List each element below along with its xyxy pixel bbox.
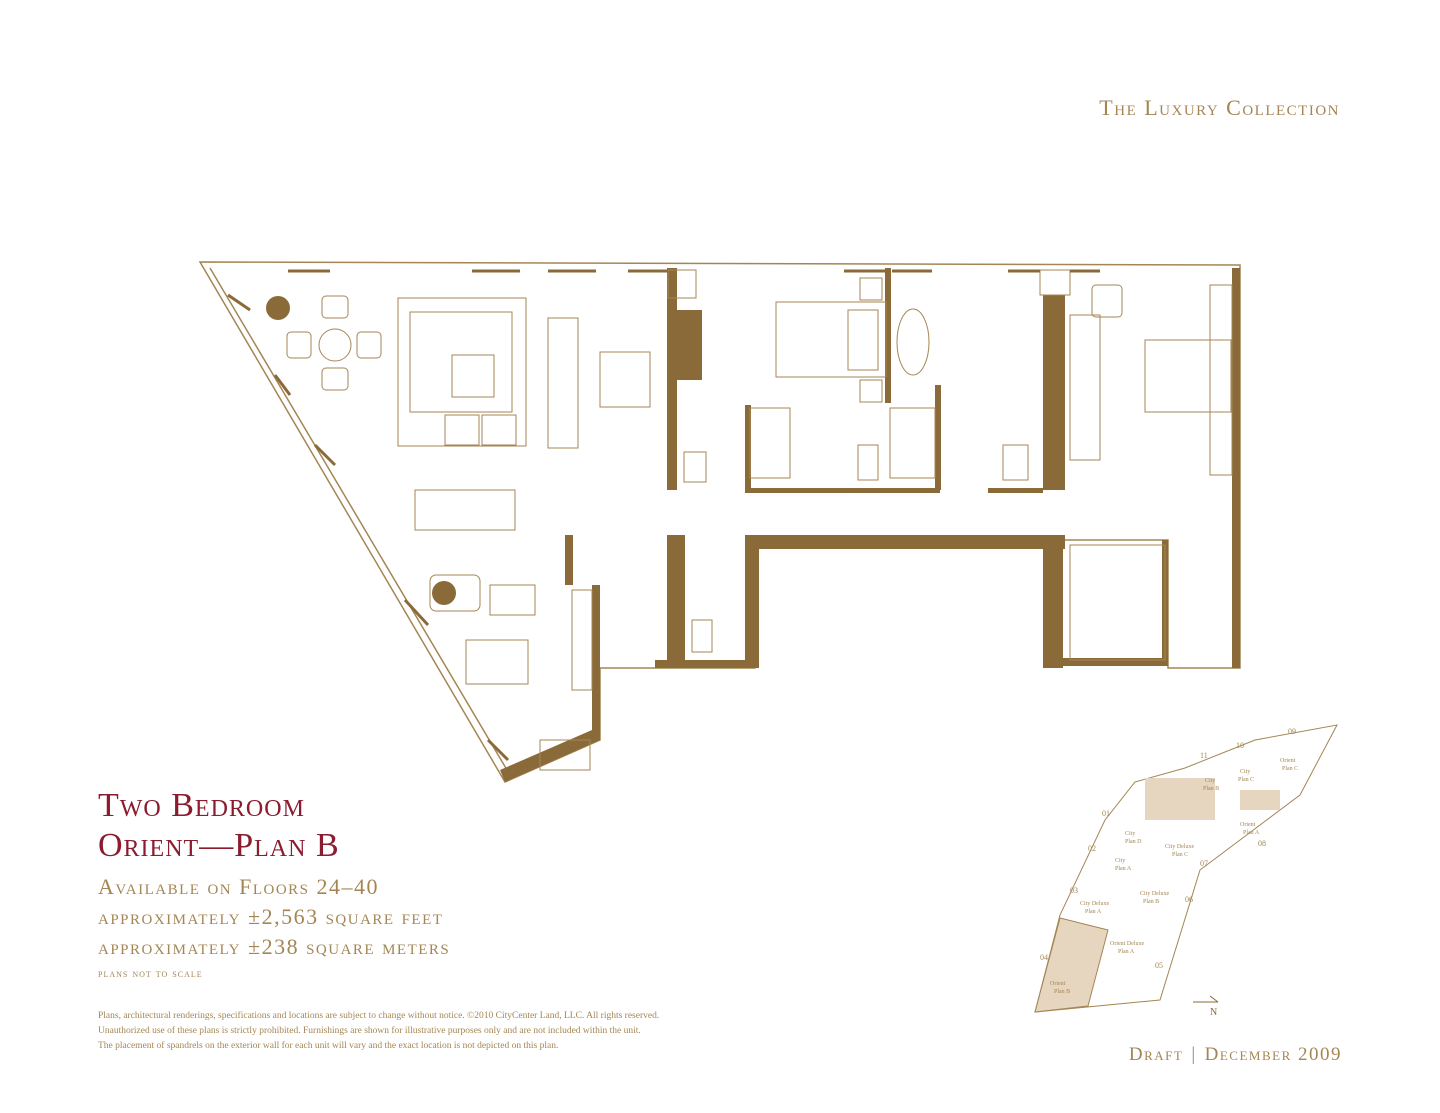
- walls: [500, 268, 1240, 782]
- separator: |: [1191, 1044, 1197, 1065]
- legal-line: The placement of spandrels on the exteri…: [98, 1041, 559, 1051]
- svg-text:Orient: Orient: [1050, 981, 1066, 987]
- key-unit-number: 06: [1185, 895, 1193, 904]
- svg-text:City: City: [1205, 778, 1215, 784]
- legal-line: Plans, architectural renderings, specifi…: [98, 1011, 660, 1021]
- exterior-outline: [198, 261, 1241, 783]
- svg-text:Plan A: Plan A: [1118, 949, 1135, 955]
- key-unit-number: 05: [1155, 961, 1163, 970]
- svg-text:Plan C: Plan C: [1238, 777, 1254, 783]
- legal-disclaimer: Plans, architectural renderings, specifi…: [98, 1009, 858, 1054]
- windows: [227, 269, 1100, 762]
- svg-text:Plan B: Plan B: [1203, 786, 1219, 792]
- svg-text:City Deluxe: City Deluxe: [1140, 891, 1169, 897]
- key-unit-number: 11: [1200, 751, 1208, 760]
- unit-specs: Available on Floors 24–40 approximately …: [98, 872, 450, 984]
- scale-note: plans not to scale: [98, 966, 203, 980]
- key-plan: [1034, 724, 1338, 1013]
- unit-title: Two Bedroom Orient—Plan B: [98, 786, 340, 866]
- svg-text:Plan D: Plan D: [1125, 839, 1142, 845]
- key-unit-number: 03: [1070, 886, 1078, 895]
- svg-text:Orient Deluxe: Orient Deluxe: [1110, 941, 1144, 947]
- document-status: Draft | December 2009: [1129, 1044, 1342, 1066]
- svg-text:Plan C: Plan C: [1282, 766, 1298, 772]
- key-unit-number: 04: [1040, 953, 1048, 962]
- availability: Available on Floors 24–40: [98, 874, 380, 899]
- key-plan-highlight-unit: [1034, 917, 1109, 1013]
- key-unit-number: 10: [1236, 741, 1244, 750]
- key-unit-number: 08: [1258, 839, 1266, 848]
- svg-text:Plan C: Plan C: [1172, 852, 1188, 858]
- svg-text:Plan B: Plan B: [1143, 899, 1159, 905]
- area-square-feet: approximately ±2,563 square feet: [98, 904, 444, 929]
- furniture: [266, 269, 1233, 771]
- north-arrow: N: [1193, 995, 1219, 1018]
- key-unit-number: 02: [1088, 844, 1096, 853]
- area-square-meters: approximately ±238 square meters: [98, 934, 451, 959]
- svg-text:City: City: [1115, 858, 1125, 864]
- key-unit-number: 07: [1200, 859, 1208, 868]
- svg-text:Orient: Orient: [1240, 822, 1256, 828]
- svg-text:Plan A: Plan A: [1085, 909, 1102, 915]
- svg-text:Plan A: Plan A: [1243, 830, 1260, 836]
- svg-text:City Deluxe: City Deluxe: [1080, 901, 1109, 907]
- legal-line: Unauthorized use of these plans is stric…: [98, 1026, 641, 1036]
- key-unit-number: 09: [1288, 727, 1296, 736]
- svg-text:Plan A: Plan A: [1115, 866, 1132, 872]
- brand-name: The Luxury Collection: [1099, 95, 1340, 120]
- svg-text:Orient: Orient: [1280, 758, 1296, 764]
- date-label: December 2009: [1204, 1044, 1342, 1065]
- key-unit-number: 01: [1102, 809, 1110, 818]
- svg-text:City: City: [1125, 831, 1135, 837]
- north-label: N: [1210, 1007, 1217, 1018]
- svg-text:City: City: [1240, 769, 1250, 775]
- svg-text:City Deluxe: City Deluxe: [1165, 844, 1194, 850]
- unit-title-line2: Orient—Plan B: [98, 827, 340, 864]
- svg-text:Plan B: Plan B: [1054, 989, 1070, 995]
- unit-title-line1: Two Bedroom: [98, 787, 305, 824]
- draft-label: Draft: [1128, 1044, 1184, 1065]
- key-plan-labels: 01 02 03 04 05 06 07 08 09 10 11: [1040, 727, 1296, 970]
